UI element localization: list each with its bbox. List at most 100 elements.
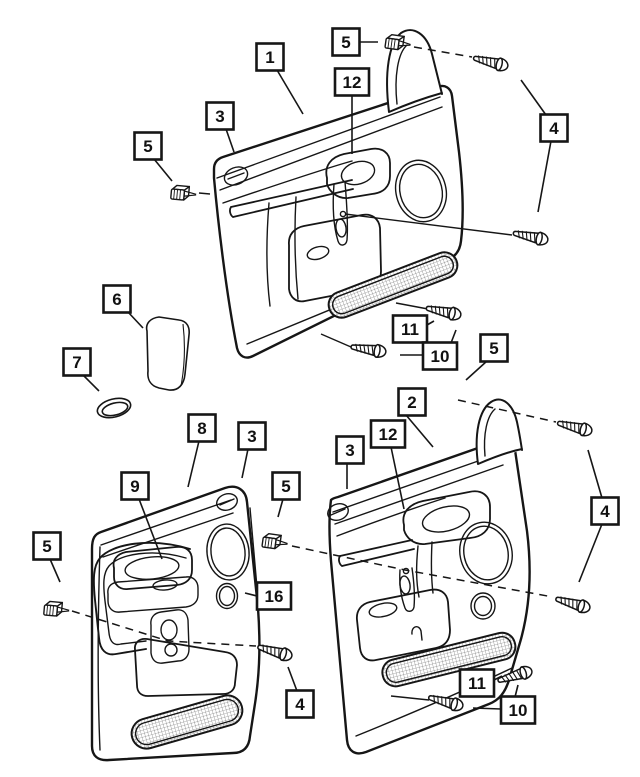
callout-4: 4 xyxy=(590,496,620,526)
callout-leader-10 xyxy=(450,329,457,344)
screw-6 xyxy=(556,420,593,437)
callout-box xyxy=(285,689,315,719)
callout-leader-4 xyxy=(578,523,603,583)
switch-hole-round xyxy=(164,643,178,657)
retainer-clip-2 xyxy=(170,184,197,201)
callout-number: 10 xyxy=(509,701,528,720)
callout-box xyxy=(205,101,235,131)
callout-box xyxy=(333,67,371,97)
callout-leader-6 xyxy=(127,311,144,329)
lock-grommet xyxy=(216,493,238,511)
screw-9 xyxy=(427,694,464,712)
callout-leader-9 xyxy=(138,498,163,560)
map-pocket xyxy=(356,588,451,662)
callout-number: 5 xyxy=(143,137,152,156)
callout-leader-11 xyxy=(493,675,503,681)
callout-number: 5 xyxy=(341,33,350,52)
alignment-dash-line xyxy=(457,399,557,423)
retainer-clip-4 xyxy=(43,600,70,617)
callout-1: 1 xyxy=(255,42,285,72)
lock-grommet xyxy=(223,166,249,186)
sail-inner-line xyxy=(483,408,496,457)
callout-number: 5 xyxy=(42,537,51,556)
mirror-sail-panel xyxy=(386,29,443,113)
callout-box xyxy=(391,314,429,344)
handle-cup xyxy=(340,160,376,186)
callout-10: 10 xyxy=(499,695,537,725)
callout-leader-16 xyxy=(244,592,258,597)
handle-bezel xyxy=(325,147,391,199)
callout-9: 9 xyxy=(120,471,150,501)
callout-box xyxy=(590,496,620,526)
speaker-opening-inner xyxy=(463,525,509,581)
attachment-lines xyxy=(198,192,513,701)
callout-number: 1 xyxy=(265,48,274,67)
upper-trim-edge xyxy=(222,160,353,204)
courtesy-lamp-hole-inner xyxy=(218,585,236,607)
callout-11: 11 xyxy=(458,668,496,698)
callout-12: 12 xyxy=(369,419,407,449)
speaker-mesh-border xyxy=(134,698,240,746)
callout-box xyxy=(458,668,496,698)
callout-leader-10 xyxy=(472,707,502,710)
speaker-mesh-border xyxy=(331,255,455,315)
callout-16: 16 xyxy=(255,581,293,611)
callout-2: 2 xyxy=(397,387,427,417)
callout-number: 5 xyxy=(489,339,498,358)
speaker-opening-inner xyxy=(210,527,246,577)
panel-outline xyxy=(328,438,531,755)
retainer-ring xyxy=(96,397,132,419)
callout-leader-10 xyxy=(514,684,519,698)
rear-door-trim-panel xyxy=(90,485,261,762)
callout-box xyxy=(335,435,365,465)
pull-cup-bezel xyxy=(145,316,190,391)
attachment-line xyxy=(198,192,211,195)
callout-number: 8 xyxy=(197,419,206,438)
retainer-clip-1 xyxy=(384,33,411,51)
alignment-dash-line xyxy=(71,610,257,647)
upper-trim-edge xyxy=(336,497,446,537)
belt-line xyxy=(216,96,443,191)
grab-handle-inner xyxy=(103,552,187,646)
callout-5: 5 xyxy=(331,27,361,57)
callout-leader-12 xyxy=(390,446,405,510)
callout-number: 9 xyxy=(130,477,139,496)
belt-line xyxy=(100,499,234,558)
callout-box xyxy=(255,581,293,611)
callout-number: 10 xyxy=(431,347,450,366)
belt-line xyxy=(332,452,504,525)
callout-number: 11 xyxy=(468,674,486,693)
callout-box xyxy=(133,131,163,161)
callout-5: 5 xyxy=(479,333,509,363)
alignment-dash-lines xyxy=(71,46,557,647)
callout-leader-1 xyxy=(276,69,304,115)
callout-leader-5 xyxy=(465,360,488,381)
callout-number: 3 xyxy=(215,107,224,126)
hanging-strap xyxy=(399,567,416,612)
callout-number: 11 xyxy=(401,320,419,339)
callout-12: 12 xyxy=(333,67,371,97)
callout-leader-4 xyxy=(520,79,547,116)
screw-3 xyxy=(425,305,462,321)
speaker-opening xyxy=(459,521,513,585)
pocket-divider xyxy=(266,196,299,307)
screw-8 xyxy=(497,665,533,684)
callout-box xyxy=(369,419,407,449)
callout-leader-3 xyxy=(225,128,235,153)
callout-number: 12 xyxy=(379,425,398,444)
callout-box xyxy=(237,421,267,451)
callout-5: 5 xyxy=(133,131,163,161)
handle-bezel xyxy=(402,490,491,545)
lock-grommet-slot xyxy=(227,172,245,180)
callout-leader-3 xyxy=(241,448,249,479)
callout-leader-4 xyxy=(287,666,298,692)
callout-box xyxy=(397,387,427,417)
lock-grommet-slot xyxy=(219,498,235,506)
callout-box xyxy=(271,471,301,501)
grab-handle-outer xyxy=(92,542,191,656)
attachment-line xyxy=(344,213,513,236)
callout-leader-8 xyxy=(187,440,200,488)
screw-4 xyxy=(350,343,387,358)
map-pocket xyxy=(134,637,238,697)
